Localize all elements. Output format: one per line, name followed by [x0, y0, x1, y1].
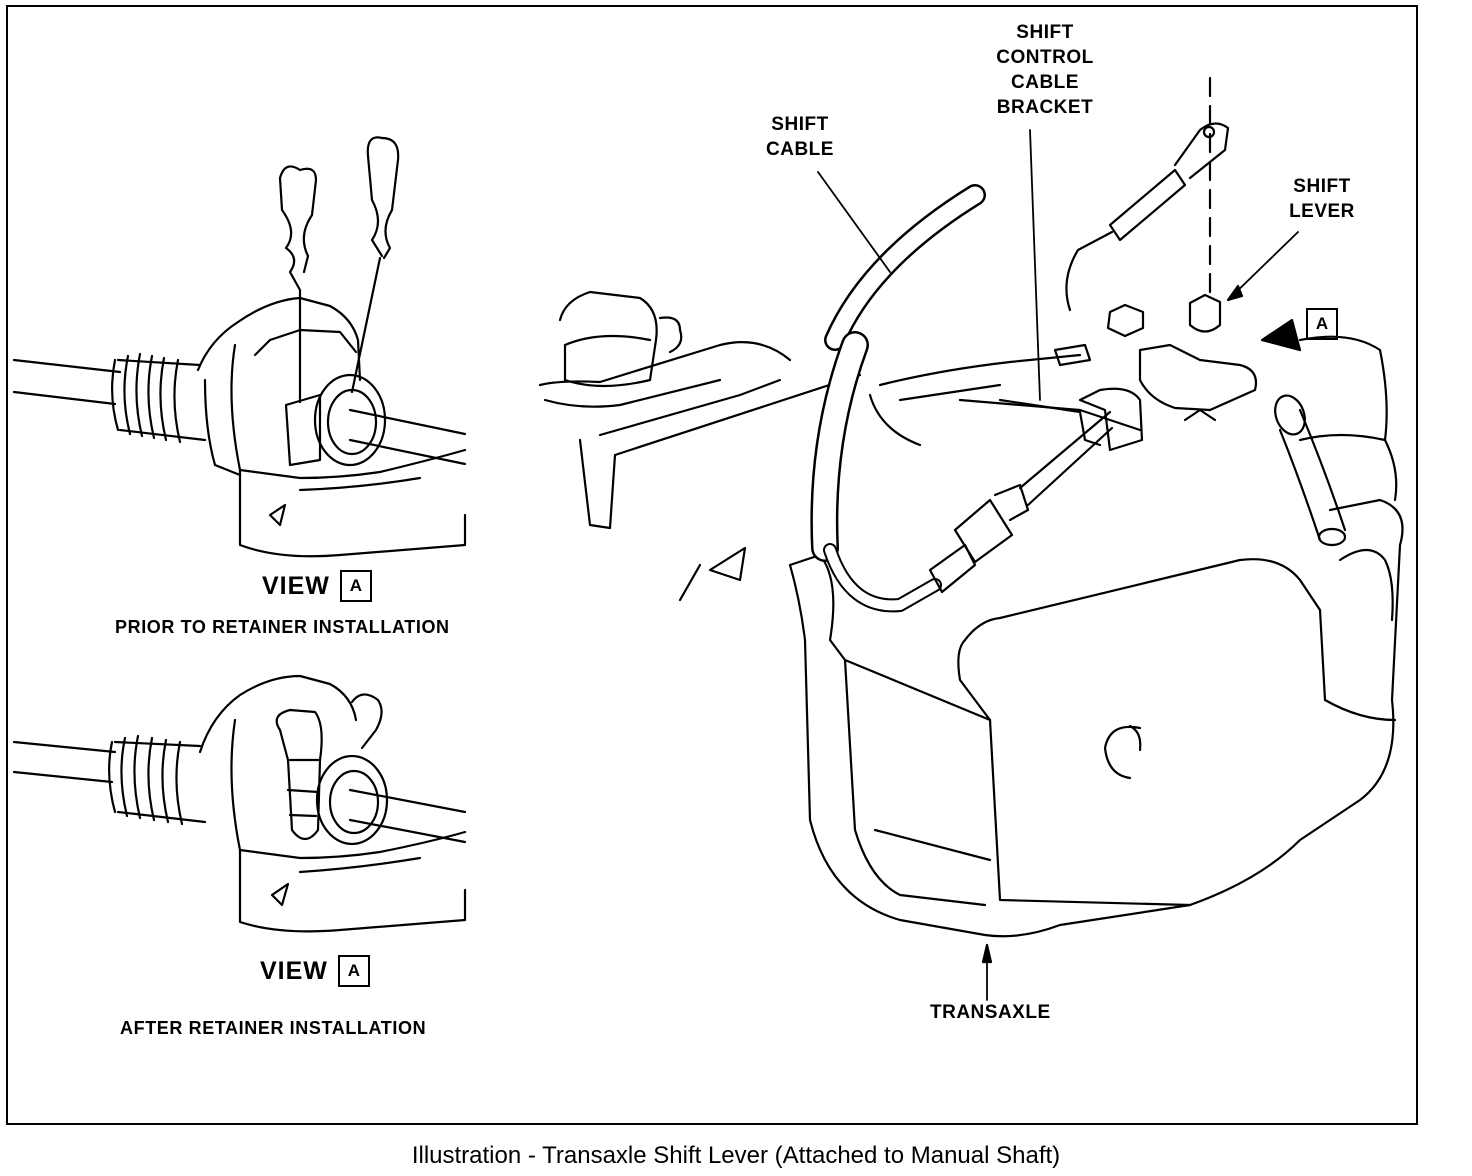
view-word: VIEW [262, 571, 330, 600]
view-a-prior-heading: VIEW A [262, 570, 372, 602]
view-letter-box: A [339, 570, 372, 602]
figure-caption: Illustration - Transaxle Shift Lever (At… [411, 1142, 1061, 1169]
view-word: VIEW [260, 956, 328, 985]
transaxle-assembly [538, 76, 1404, 1001]
after-caption: AFTER RETAINER INSTALLATION [120, 1018, 427, 1038]
view-a-marker: A [1306, 308, 1338, 340]
view-letter-box: A [337, 955, 370, 987]
detail-after-retainer [12, 674, 467, 933]
detail-prior-to-retainer [12, 136, 467, 558]
prior-caption: PRIOR TO RETAINER INSTALLATION [115, 617, 450, 637]
figure-frame [6, 5, 1418, 1125]
transaxle-label: TRANSAXLE [930, 1002, 1051, 1023]
view-a-after-heading: VIEW A [260, 955, 370, 987]
